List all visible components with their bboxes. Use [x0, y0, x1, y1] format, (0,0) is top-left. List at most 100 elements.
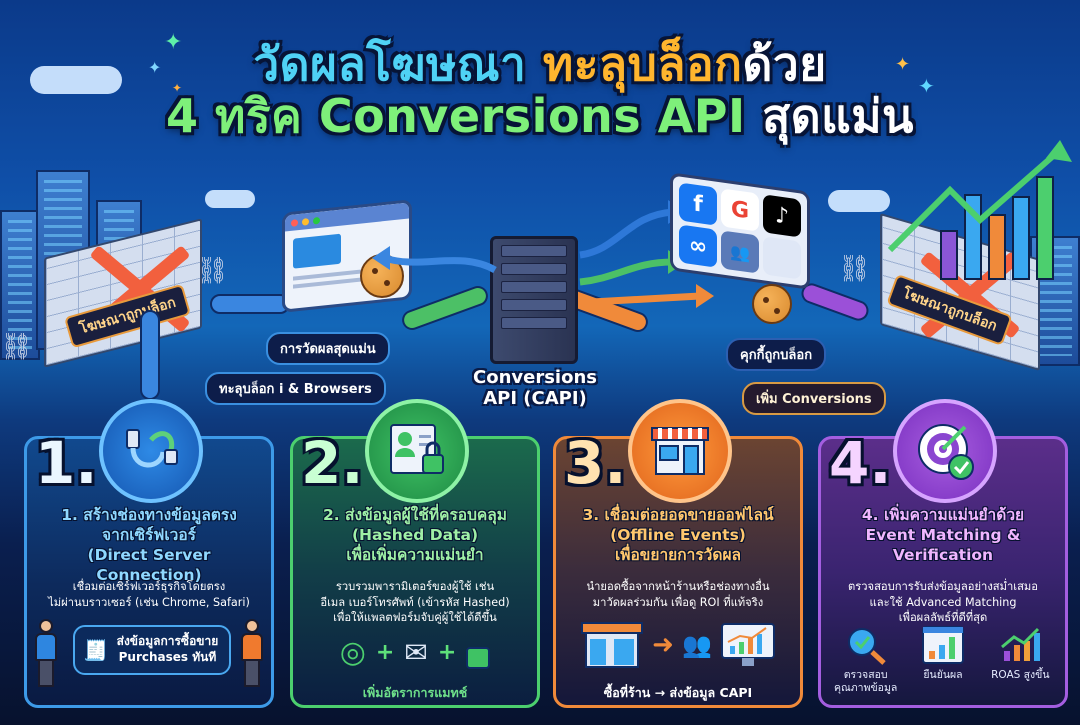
tip-desc-line: ตรวจสอบการรับส่งข้อมูลอย่างสม่ำเสมอ — [847, 580, 1039, 593]
confirm-results: ยืนยันผล — [906, 625, 980, 695]
bubble-more-conversions: เพิ่ม Conversions — [742, 382, 886, 415]
tip-title: 1. สร้างช่องทางข้อมูลตรง จากเซิร์ฟเวอร์ … — [33, 505, 265, 586]
person-figure — [35, 619, 57, 687]
tip-title: 3. เชื่อมต่อยอดขายออฟไลน์ (Offline Event… — [562, 505, 794, 565]
tip-card-4: 4. 4. เพิ่มความแม่นยำด้วย Event Matching… — [818, 399, 1068, 708]
tip-description: เชื่อมต่อเซิร์ฟเวอร์ธุรกิจโดยตรง ไม่ผ่าน… — [31, 579, 267, 610]
tip-title-line: 4. เพิ่มความแม่นยำด้วย — [861, 506, 1025, 524]
headline-line-1: วัดผลโฆษณา ทะลุบล็อกด้วย — [0, 28, 1080, 101]
headline-accurate: สุดแม่น — [762, 89, 915, 143]
lock-icon — [466, 646, 491, 669]
chart-bar — [1036, 176, 1054, 280]
tip-card-3: 3. 3. เชื่อมต่อยอดขายออฟไลน์ (Offline Ev… — [553, 399, 803, 708]
chart-bar — [988, 214, 1006, 280]
chart-bar — [940, 230, 958, 280]
chain-icon: ⛓ — [196, 256, 230, 286]
tip-desc-line: นำยอดซื้อจากหน้าร้านหรือช่องทางอื่น — [586, 580, 770, 593]
tip-desc-line: เพื่อผลลัพธ์ที่ดีที่สุด — [898, 611, 988, 625]
audience-icon: 👥 — [721, 230, 759, 274]
tip-card-1: 1. 1. สร้างช่องทางข้อมูลตรง จากเซิร์ฟเวอ… — [24, 399, 274, 708]
data-quality-check: ตรวจสอบ คุณภาพข้อมูล — [829, 625, 903, 695]
meta-icon: ∞ — [679, 224, 717, 268]
fingerprint-icon: ◎ — [339, 635, 366, 670]
headline-bypass-block: ทะลุบล็อก — [542, 37, 743, 91]
tip-desc-line: ไม่ผ่านบราวเซอร์ (เช่น Chrome, Safari) — [48, 595, 250, 609]
storefront-icon — [628, 399, 732, 503]
ad-platforms-panel: f G ♪ ∞ 👥 — [670, 172, 810, 290]
arrow-icon — [372, 246, 497, 274]
person-figure — [241, 619, 263, 687]
tip-title: 2. ส่งข้อมูลผู้ใช้ที่ครอบคลุม (Hashed Da… — [299, 505, 531, 565]
arrow-icon — [591, 284, 714, 308]
icon-label: ROAS สูงขึ้น — [991, 669, 1050, 681]
magnifier-check-icon — [847, 628, 886, 665]
box-line: ส่งข้อมูลการซื้อขาย — [116, 634, 219, 649]
tip-title-line: เพื่อเพิ่มความแม่นยำ — [346, 546, 484, 565]
facebook-icon: f — [679, 182, 717, 226]
tip-number: 1. — [35, 429, 98, 497]
sparkle-icon: ✦ — [918, 74, 935, 98]
plus-icon: + — [375, 640, 395, 665]
tip-number: 4. — [829, 429, 892, 497]
headline-line-2: 4 ทริค Conversions API สุดแม่น — [0, 80, 1080, 153]
shoppers-icon: 👥 — [681, 631, 712, 659]
bubble-bypass-browsers: ทะลุบล็อก i & Browsers — [205, 372, 386, 405]
tip-description: ตรวจสอบการรับส่งข้อมูลอย่างสม่ำเสมอ และใ… — [825, 579, 1061, 626]
chain-icon: ⛓ — [838, 254, 872, 284]
cable-connection-icon — [99, 399, 203, 503]
tip-title-line: เพื่อขยายการวัดผล — [614, 546, 742, 565]
cookie-icon — [752, 284, 792, 324]
tip-card-2: 2. 2. ส่งข้อมูลผู้ใช้ที่ครอบคลุม (Hashed… — [290, 399, 540, 708]
sparkle-icon: ✦ — [895, 54, 911, 75]
tip-title-line: (Hashed Data) — [351, 526, 479, 545]
box-line: Purchases ทันที — [118, 650, 217, 664]
receipt-icon: 🧾 — [83, 638, 108, 662]
tip-desc-line: เพื่อให้แพลตฟอร์มจับคู่ผู้ใช้ได้ดีขึ้น — [333, 611, 497, 625]
pipe-purple — [798, 280, 872, 324]
tip-title: 4. เพิ่มความแม่นยำด้วย Event Matching & … — [827, 505, 1059, 565]
tip-title-line: 2. ส่งข้อมูลผู้ใช้ที่ครอบคลุม — [322, 506, 508, 524]
growth-chart — [940, 170, 1060, 280]
headline-capi: Conversions API — [318, 89, 746, 143]
purchase-data-box: 🧾 ส่งข้อมูลการซื้อขาย Purchases ทันที — [73, 625, 231, 675]
tiktok-icon: ♪ — [763, 194, 801, 238]
tip-title-line: 1. สร้างช่องทางข้อมูลตรง — [61, 506, 237, 524]
tip-desc-line: เชื่อมต่อเซิร์ฟเวอร์ธุรกิจโดยตรง — [72, 580, 226, 593]
offline-flow-caption: ซื้อที่ร้าน → ส่งข้อมูล CAPI — [603, 685, 753, 700]
capi-label: Conversions API (CAPI) — [460, 367, 610, 409]
pipe-blue — [140, 310, 160, 400]
google-icon: G — [721, 188, 759, 232]
roas-growth-icon — [1001, 627, 1041, 661]
bubble-cookie-blocked: คุกกี้ถูกบล็อก — [726, 338, 827, 371]
chart-bar — [1012, 196, 1030, 280]
tip-title-line: 3. เชื่อมต่อยอดขายออฟไลน์ — [582, 506, 774, 524]
capi-label-line2: API (CAPI) — [483, 387, 587, 409]
sparkle-icon: ✦ — [148, 58, 162, 77]
blank-tile — [763, 236, 801, 280]
tip-title-line: Verification — [892, 546, 994, 565]
headline-4-tricks: 4 ทริค — [165, 89, 303, 143]
plus-icon: + — [437, 640, 457, 665]
tip-title-line: (Offline Events) — [610, 526, 746, 545]
icon-label: คุณภาพข้อมูล — [833, 682, 898, 695]
capi-label-line1: Conversions — [473, 367, 597, 388]
report-chart-icon — [921, 626, 964, 664]
tip-description: รวบรวมพารามิเตอร์ของผู้ใช้ เช่น อีเมล เบ… — [297, 579, 533, 626]
icon-label: ยืนยันผล — [923, 669, 963, 681]
tip-title-line: จากเซิร์ฟเวอร์ — [102, 526, 196, 545]
cloud-right — [828, 190, 890, 212]
roas-increase: ROAS สูงขึ้น — [983, 625, 1057, 695]
tip-desc-line: มาวัดผลร่วมกัน เพื่อดู ROI ที่แท้จริง — [592, 595, 764, 609]
tip-number: 3. — [564, 429, 627, 497]
verification-icons: ตรวจสอบ คุณภาพข้อมูล ยืนยันผล ROAS สูงขึ… — [821, 625, 1065, 695]
arrow-right-icon: ➜ — [652, 630, 674, 660]
tip-description: นำยอดซื้อจากหน้าร้านหรือช่องทางอื่น มาวั… — [560, 579, 796, 610]
shop-icon — [581, 622, 644, 668]
tip-desc-line: อีเมล เบอร์โทรศัพท์ (เข้ารหัส Hashed) — [320, 595, 510, 609]
pipe-green — [399, 283, 491, 333]
cloud-left — [30, 66, 122, 94]
chain-icon: ⛓ — [0, 332, 34, 362]
match-icons-row: ◎ + ✉ + — [293, 635, 537, 670]
headline-with: ด้วย — [742, 37, 827, 91]
tip-desc-line: และใช้ Advanced Matching — [869, 595, 1017, 609]
